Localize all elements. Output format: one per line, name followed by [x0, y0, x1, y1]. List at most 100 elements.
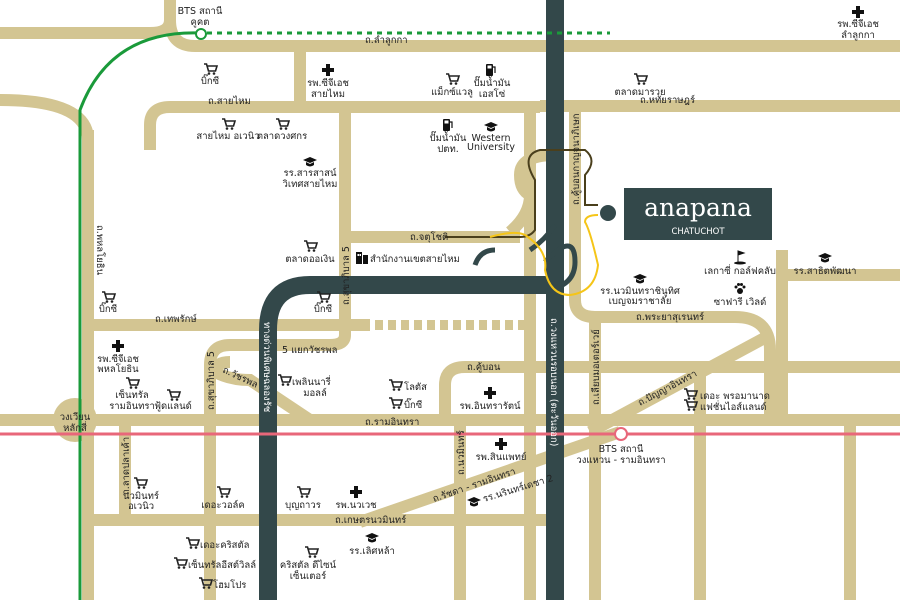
poi-bigc-1[interactable]: บิ๊กซี [201, 63, 220, 87]
school-icon [633, 274, 647, 284]
bts-wongwaen-station[interactable] [614, 427, 628, 441]
poi-the-crystal[interactable]: เดอะคริสตัล [185, 537, 250, 551]
hospital-icon [484, 387, 496, 399]
route-arrow-yellow [489, 214, 600, 297]
poi-ploen-nari[interactable]: เพลินนารี่มอลล์ [277, 374, 331, 399]
road-label: ทางด่วนพิเศษฉลองรัช [261, 322, 272, 413]
bts-khukhot-station[interactable] [195, 28, 207, 40]
road-khubon [439, 361, 900, 420]
road-lamlukka [0, 0, 900, 52]
poi-synphaet[interactable]: รพ.สินแพทย์ [476, 438, 527, 463]
poi-maxvalu[interactable]: แม็กซ์แวลู [431, 73, 473, 98]
poi-label: อเวนิว [128, 501, 154, 512]
road-label: ถ.สุขาภิบาล 5 [341, 246, 352, 305]
project-location-marker[interactable] [600, 205, 616, 221]
poi-label: เอสโซ่ [479, 88, 506, 100]
hospital-icon [852, 6, 864, 18]
poi-talad-wongsakorn[interactable]: ตลาดวงศกร [257, 118, 307, 142]
poi-label: รพ.อินทรารัตน์ [459, 400, 521, 412]
cart-icon [388, 397, 403, 410]
poi-legacy-golf[interactable]: เลกาซี่ กอล์ฟคลับ [704, 250, 776, 277]
poi-sarasas[interactable]: รร.สารสาสน์วิเทศสายไหม [282, 157, 338, 190]
poi-label: เบญจมราชาลัย [609, 296, 672, 307]
poi-label: สายไหม อเวนิว [196, 130, 259, 142]
poi-district-office[interactable]: สำนักงานเขตสายไหม [356, 252, 460, 265]
poi-central-eastville[interactable]: เซ็นทรัลอีสต์วิลล์ [173, 557, 256, 571]
hospital-icon [322, 64, 334, 76]
poi-label: University [467, 142, 515, 153]
poi-bigc-3[interactable]: บิ๊กซี [314, 291, 333, 315]
road-label: ถ.วงแหวนรอบนอก (ตะวันออก) [548, 318, 559, 446]
poi-lotus[interactable]: โลตัส [388, 379, 427, 393]
cart-icon [303, 240, 318, 253]
poi-label: คริสตัล ดีไซน์ [280, 559, 337, 571]
poi-intrarat[interactable]: รพ.อินทรารัตน์ [459, 387, 521, 412]
hospital-icon [350, 486, 362, 498]
poi-homepro[interactable]: โฮมโปร [198, 577, 246, 591]
poi-boonthavorn[interactable]: บุญถาวร [285, 486, 321, 511]
hospital-icon [495, 438, 507, 450]
poi-promenade[interactable]: เดอะ พรอมานาด [683, 388, 770, 402]
cart-icon [445, 73, 460, 86]
project-logo-box[interactable]: anapana CHATUCHOT [624, 188, 772, 240]
paw-icon [734, 283, 746, 294]
poi-crystal-design[interactable]: คริสตัล ดีไซน์เซ็นเตอร์ [280, 546, 337, 582]
lak-si-circle [53, 398, 97, 442]
poi-label: ตลาดวงศกร [257, 131, 307, 142]
poi-the-walk[interactable]: เดอะวอล์ค [201, 486, 245, 511]
poi-label: บิ๊กซี [314, 301, 333, 315]
poi-label: รพ.นวเวช [335, 500, 377, 511]
poi-label: เลกาซี่ กอล์ฟคลับ [704, 264, 776, 277]
cart-icon [101, 291, 116, 304]
poi-label: ซาฟารี เวิลด์ [714, 296, 767, 308]
poi-label: บุญถาวร [285, 500, 321, 511]
poi-bigc-2[interactable]: บิ๊กซี [99, 291, 118, 315]
poi-nawamin-avenue[interactable]: นวมินทร์อเวนิว [123, 477, 159, 512]
golf-icon [733, 250, 747, 265]
poi-lertlah[interactable]: รร.เลิศหล้า [349, 533, 395, 557]
brand-subtitle: CHATUCHOT [671, 227, 725, 237]
poi-bts-wongwaen[interactable]: BTS สถานีวงแหวน - รามอินทรา [576, 443, 665, 466]
poi-sathit-school[interactable]: รร.สาธิตพัฒนา [794, 253, 857, 277]
road-label: ถ.ลาดปลาเค้า [121, 437, 132, 495]
poi-label: เซ็นทรัลอีสต์วิลล์ [188, 558, 256, 571]
poi-label: BTS สถานี [599, 443, 644, 455]
poi-safari-world[interactable]: ซาฟารี เวิลด์ [714, 283, 767, 308]
poi-bigc-4[interactable]: บิ๊กซี [388, 397, 423, 411]
poi-label: สำนักงานเขตสายไหม [370, 253, 460, 265]
poi-label: เดอะคริสตัล [200, 540, 250, 551]
poi-label: รพ.ซีจีเอช [97, 353, 139, 365]
poi-label: คูคต [191, 17, 210, 28]
cart-icon [173, 557, 188, 570]
road-label: ถ.คู้บอนกาญจนาภิเษก [571, 113, 582, 205]
poi-talad-or-ngoen[interactable]: ตลาดออเงิน [285, 240, 335, 265]
poi-saimai-avenue[interactable]: สายไหม อเวนิว [196, 118, 260, 142]
poi-label: แม็กซ์แวลู [431, 85, 473, 98]
poi-label: Western [472, 133, 511, 144]
road-label: 5 แยกวัชรพล [282, 345, 338, 356]
poi-fashion-island[interactable]: แฟชั่นไอส์แลนด์ [683, 399, 767, 413]
poi-nawavej[interactable]: รพ.นวเวช [335, 486, 377, 511]
poi-bts-khukhot[interactable]: BTS สถานีคูคต [178, 5, 223, 28]
poi-label: ตลาดมารวย [614, 87, 665, 98]
route-arrow-dark [445, 149, 598, 238]
poi-label: บิ๊กซี [201, 73, 220, 87]
poi-foodland[interactable]: ฟู้ดแลนด์ [154, 389, 192, 412]
poi-label: โฮมโปร [213, 579, 246, 591]
cart-icon [166, 389, 181, 402]
interchange-ramps [472, 223, 578, 293]
poi-label: สายไหม [311, 88, 345, 100]
poi-label: วงเวียน [60, 411, 91, 423]
poi-talad-marruay[interactable]: ตลาดมารวย [614, 73, 666, 98]
